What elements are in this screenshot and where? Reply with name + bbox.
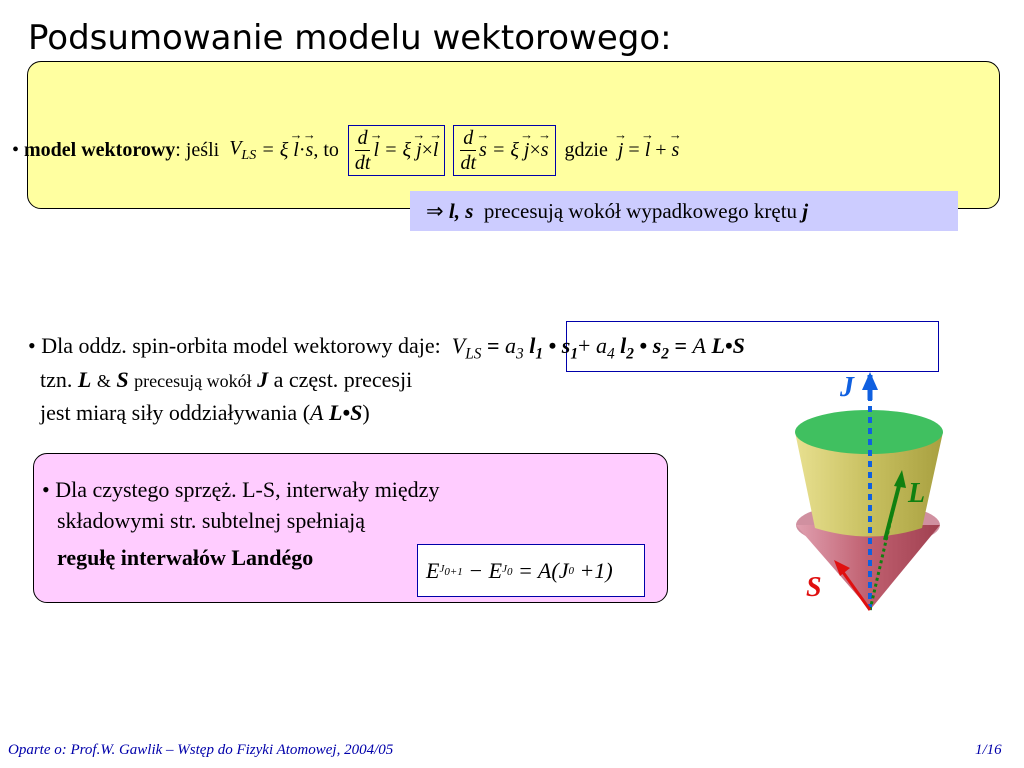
s-arrowhead	[834, 560, 850, 576]
ls-vectors: l, s	[448, 198, 474, 223]
s-vector-arrow	[838, 567, 872, 611]
j-vector: j	[802, 198, 809, 223]
vls-rhs: = ξ	[261, 139, 289, 161]
vls-symbol: VLS	[229, 137, 257, 163]
to-word: , to	[313, 139, 339, 161]
precession-text: precesują wokół wypadkowego krętu	[483, 198, 798, 223]
colon: :	[175, 139, 181, 161]
slide-title: Podsumowanie modelu wektorowego:	[28, 18, 672, 58]
lande-line-1: • Dla czystego sprzęż. L-S, interwały mi…	[42, 477, 440, 502]
l-arrowhead	[894, 470, 906, 488]
l-projection	[868, 479, 902, 611]
j-label: J	[839, 372, 855, 403]
j-arrowhead	[862, 372, 878, 390]
vector-model-line: • model wektorowy : jeśli VLS = ξ l · s …	[12, 125, 679, 176]
equation-ds-dt: ddt s = ξ j×s	[453, 125, 556, 176]
l-label: L	[907, 478, 925, 509]
vector-s: s	[306, 139, 314, 162]
lande-line-2: składowymi str. subtelnej spełniają	[57, 508, 365, 533]
vector-cone-diagram: J L S	[795, 372, 943, 611]
lande-rule: regułę interwałów Landégo	[57, 545, 314, 570]
implies-symbol: ⇒	[426, 198, 444, 223]
spin-orbit-line: • Dla oddz. spin-orbita model wektorowy …	[28, 333, 745, 363]
measure-note: jest miarą siły oddziaływania (A L•S)	[40, 400, 370, 425]
if-word: jeśli	[185, 139, 220, 161]
equation-dl-dt: ddt l = ξ j×l	[347, 125, 446, 176]
vector-s-2: s	[672, 139, 680, 162]
dot-op: ·	[298, 139, 306, 161]
spin-orbit-text: • Dla oddz. spin-orbita model wektorowy …	[28, 333, 441, 358]
where-word: gdzie	[564, 139, 608, 161]
bullet: •	[12, 139, 20, 161]
model-label: model wektorowy	[24, 139, 176, 161]
precession-note: tzn. L & S precesują wokół J a częst. pr…	[40, 367, 413, 392]
plus: +	[655, 139, 667, 161]
s-label: S	[806, 572, 822, 603]
page-number: 1/16	[975, 742, 1002, 758]
l-vector-arrow	[883, 481, 902, 541]
vls-equation-frame	[566, 321, 939, 372]
precession-box: ⇒ l, s precesują wokół wypadkowego krętu…	[410, 191, 958, 231]
footer-source: Oparte o: Prof.W. Gawlik – Wstęp do Fizy…	[8, 742, 394, 758]
vector-l-2: l	[645, 139, 651, 162]
equals: =	[628, 139, 640, 161]
vector-j: j	[618, 139, 624, 162]
vector-l: l	[293, 139, 299, 162]
